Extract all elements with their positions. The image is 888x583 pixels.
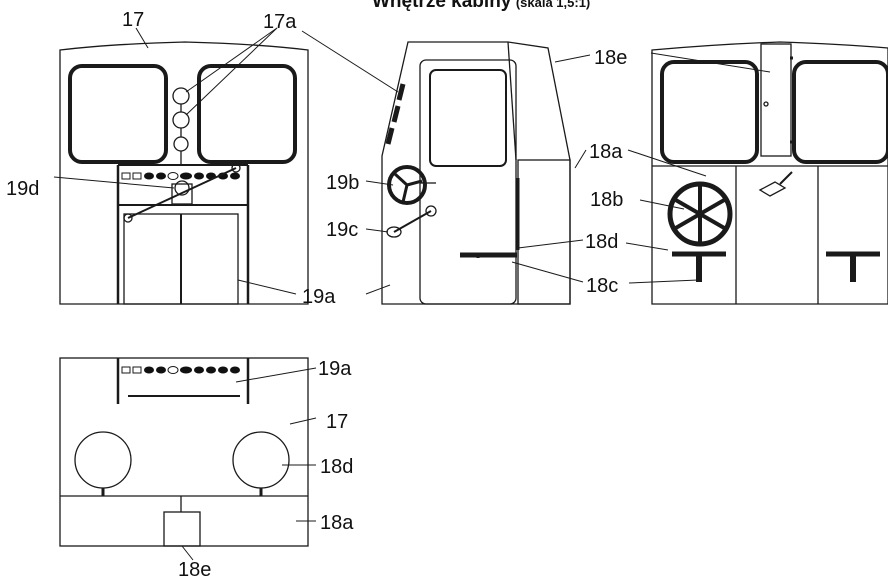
front-lever-hub bbox=[174, 180, 190, 196]
steering-spoke-1 bbox=[393, 172, 409, 187]
label-19d: 19d bbox=[6, 178, 39, 200]
label-18d-top: 18d bbox=[320, 456, 353, 478]
rear-door-knob bbox=[763, 101, 769, 107]
front-right-window bbox=[197, 64, 297, 164]
side-door-window bbox=[429, 69, 507, 167]
label-18d-right: 18d bbox=[585, 231, 618, 253]
side-lever-pivot bbox=[425, 205, 437, 217]
label-18a-right: 18a bbox=[589, 141, 623, 163]
rear-door-panel bbox=[760, 43, 792, 157]
callout-labels: 17 17a 19d 19a 19b 19c 18e 18a 18b 18d 1… bbox=[6, 9, 627, 581]
side-lever bbox=[393, 210, 432, 233]
steering-wheel bbox=[387, 165, 427, 205]
gauge-upper bbox=[172, 87, 190, 105]
rear-handwheel-spokes bbox=[673, 184, 727, 244]
rear-cabin-outline bbox=[651, 41, 888, 305]
rear-right-window bbox=[792, 60, 888, 164]
side-door bbox=[419, 59, 517, 305]
front-left-window bbox=[68, 64, 168, 164]
label-19a-top: 19a bbox=[318, 358, 352, 380]
steering-spoke-2 bbox=[406, 179, 423, 187]
top-view bbox=[59, 357, 309, 547]
side-rear-pillar bbox=[507, 41, 517, 161]
label-19c: 19c bbox=[326, 219, 358, 241]
front-cabin-outline bbox=[59, 41, 309, 305]
label-18e-top: 18e bbox=[178, 559, 211, 578]
side-rear-box bbox=[517, 159, 571, 305]
diagram-title: Wnętrze kabiny (skala 1,5:1) bbox=[372, 0, 590, 13]
label-17-front: 17 bbox=[122, 9, 144, 31]
label-17-top: 17 bbox=[326, 411, 348, 433]
top-cabin-outline bbox=[59, 357, 309, 547]
label-18b: 18b bbox=[590, 189, 623, 211]
top-seat-right bbox=[232, 431, 290, 489]
control-buttons-front bbox=[121, 172, 240, 180]
gauge-bottom bbox=[173, 136, 189, 152]
label-19b: 19b bbox=[326, 172, 359, 194]
control-buttons-top bbox=[121, 366, 240, 374]
steering-spoke-3 bbox=[401, 184, 409, 203]
title-main: Wnętrze kabiny bbox=[372, 0, 512, 12]
title-scale: (skala 1,5:1) bbox=[515, 0, 591, 10]
side-view bbox=[381, 41, 571, 305]
top-door-box bbox=[163, 511, 201, 547]
rear-lever-icon bbox=[758, 171, 793, 197]
leader-lines bbox=[53, 27, 771, 561]
top-seat-left bbox=[74, 431, 132, 489]
label-18a-top: 18a bbox=[320, 512, 354, 534]
label-19a-front: 19a bbox=[302, 286, 336, 308]
front-lever-end-right bbox=[231, 163, 241, 173]
rear-view bbox=[651, 41, 888, 305]
label-17a: 17a bbox=[263, 11, 297, 33]
side-cabin-outline bbox=[381, 41, 571, 305]
label-18c: 18c bbox=[586, 275, 618, 297]
side-windscreen-dashes bbox=[385, 83, 406, 145]
front-lever bbox=[127, 167, 237, 219]
rear-left-window bbox=[660, 60, 759, 164]
front-view bbox=[59, 41, 309, 305]
label-18e-side: 18e bbox=[594, 47, 627, 69]
